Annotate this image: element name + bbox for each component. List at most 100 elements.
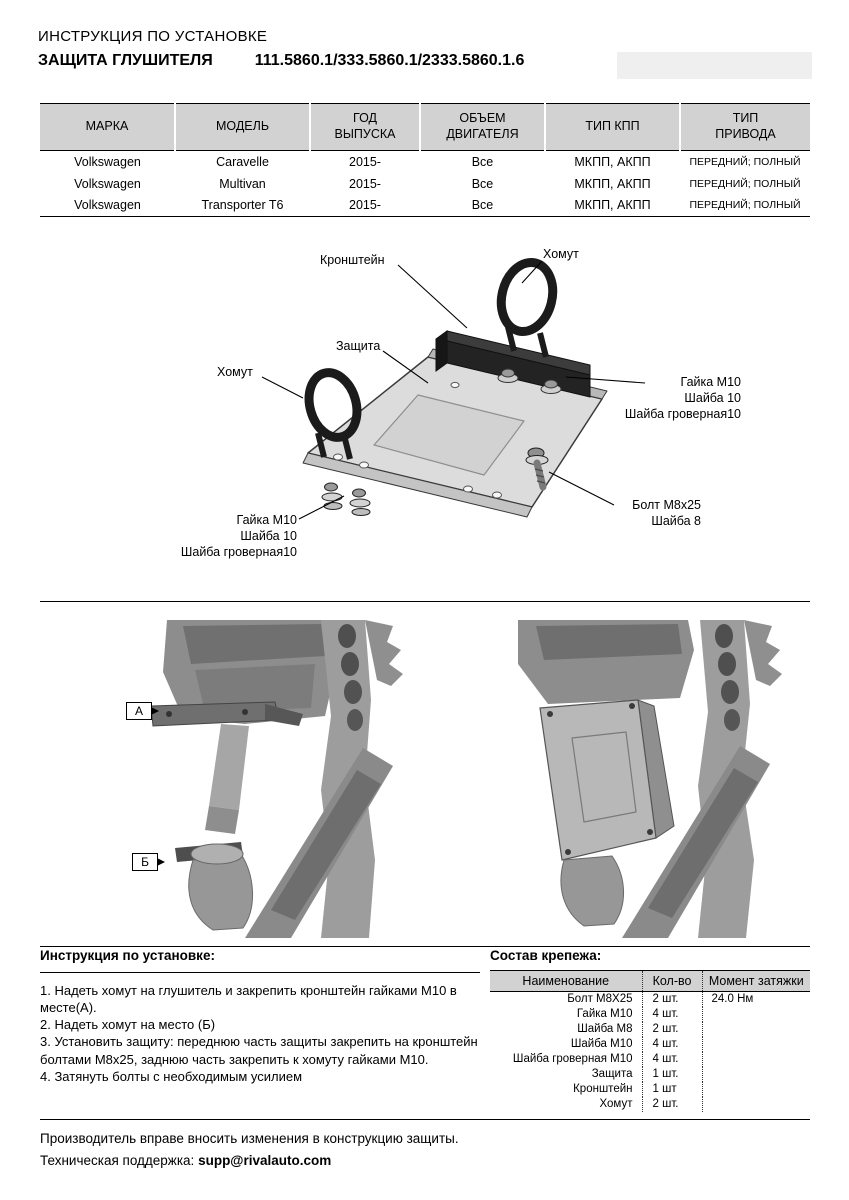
leader-lines	[261, 260, 646, 520]
clamp-left-label: Хомут	[217, 365, 253, 379]
bolt-m8x25-label: Болт М8х25	[632, 498, 701, 512]
col-header-year: ГОД ВЫПУСКА	[309, 103, 421, 151]
fastener-qty-cell: 2 шт.	[641, 991, 702, 1007]
brand-cell: Volkswagen	[74, 154, 141, 169]
clamp-top-shape	[496, 258, 558, 358]
fasteners-title: Состав крепежа:	[490, 948, 602, 963]
vehicle-row: Volkswagen Transporter T6 2015- Все МКПП…	[40, 194, 810, 217]
brand-cell: Volkswagen	[40, 194, 175, 217]
header-placeholder-box	[617, 52, 812, 79]
instructions-title: Инструкция по установке:	[40, 948, 480, 973]
shield-label: Защита	[336, 339, 381, 353]
fastener-name-cell: Кронштейн	[573, 1083, 633, 1095]
fastener-row: Хомут 2 шт.	[490, 1097, 810, 1112]
support-line: Техническая поддержка: supp@rivalauto.co…	[40, 1150, 459, 1172]
instruction-step: 4. Затянуть болты с необходимым усилием	[40, 1068, 303, 1084]
bolt-shape	[525, 447, 549, 491]
col-header-brand: МАРКА	[40, 103, 176, 151]
year-cell: 2015-	[310, 194, 420, 217]
washer-10-label: Шайба 10	[684, 391, 741, 405]
bolt-labels: Болт М8х25 Шайба 8	[632, 497, 701, 529]
fastener-header-row: Наименование Кол-во Момент затяжки	[490, 970, 810, 992]
instruction-step: 2. Надеть хомут на место (Б)	[40, 1017, 216, 1033]
col-header-qty: Кол-во	[641, 970, 702, 992]
fastener-name-cell: Гайка М10	[576, 1008, 633, 1020]
col-header-model: МОДЕЛЬ	[174, 103, 311, 151]
vehicle-table: МАРКА МОДЕЛЬ ГОД ВЫПУСКА ОБЪЕМ ДВИГАТЕЛЯ…	[40, 103, 810, 217]
bottom-fastener-labels: Гайка М10 Шайба 10 Шайба гроверная10	[181, 512, 297, 560]
fastener-qty-cell: 4 шт.	[641, 1007, 702, 1022]
fastener-torque-cell	[701, 1007, 810, 1022]
fastener-qty-cell: 1 шт.	[641, 1067, 702, 1082]
fastener-qty-cell: 2 шт.	[641, 1022, 702, 1037]
fastener-row: Кронштейн 1 шт	[490, 1082, 810, 1097]
underbody-after-svg	[518, 620, 782, 938]
fastener-name-cell: Хомут	[599, 1098, 633, 1110]
fastener-qty-cell: 1 шт	[641, 1082, 702, 1097]
section-divider	[40, 601, 810, 602]
installation-photos: А Б	[0, 620, 849, 940]
bracket-nuts-shape	[497, 368, 562, 394]
engine-cell: Все	[471, 176, 494, 191]
fastener-name-cell: Шайба гроверная М10	[512, 1053, 633, 1065]
fastener-torque-cell: 24.0 Нм	[701, 991, 810, 1007]
fastener-name-cell: Шайба М10	[570, 1038, 633, 1050]
fastener-table: Наименование Кол-во Момент затяжки Болт …	[490, 970, 810, 1112]
fastener-kit: Состав крепежа: Наименование Кол-во Моме…	[490, 948, 810, 1112]
instruction-step: 3. Установить защиту: переднюю часть защ…	[40, 1034, 478, 1067]
section-divider	[40, 1119, 810, 1120]
vehicle-row: Volkswagen Caravelle 2015- Все МКПП, АКП…	[40, 151, 810, 173]
installation-instructions: Инструкция по установке: 1. Надеть хомут…	[40, 948, 480, 1085]
support-label: Техническая поддержка:	[40, 1152, 195, 1168]
vehicle-row: Volkswagen Multivan 2015- Все МКПП, АКПП…	[40, 173, 810, 195]
page-title: ИНСТРУКЦИЯ ПО УСТАНОВКЕ	[38, 28, 268, 45]
fastener-qty-cell: 4 шт.	[641, 1037, 702, 1052]
fastener-name-cell: Шайба М8	[577, 1023, 633, 1035]
model-cell: Caravelle	[216, 154, 269, 169]
year-cell: 2015-	[349, 176, 381, 191]
manufacturer-note: Производитель вправе вносить изменения в…	[40, 1131, 459, 1146]
fastener-name-cell: Болт М8Х25	[567, 993, 633, 1005]
product-name: ЗАЩИТА ГЛУШИТЕЛЯ	[38, 52, 213, 69]
gearbox-cell: МКПП, АКПП	[574, 154, 651, 169]
photo-installed	[488, 620, 803, 943]
marker-b: Б	[132, 853, 165, 871]
header: ИНСТРУКЦИЯ ПО УСТАНОВКЕ ЗАЩИТА ГЛУШИТЕЛЯ…	[38, 28, 524, 70]
fastener-name-cell: Защита	[591, 1068, 633, 1080]
washer-10-label: Шайба 10	[240, 529, 297, 543]
col-header-torque: Момент затяжки	[701, 970, 810, 992]
clamp-top-label: Хомут	[543, 247, 579, 261]
fastener-row: Шайба М8 2 шт.	[490, 1022, 810, 1037]
washer-stacks-shape	[321, 482, 371, 516]
vehicle-table-header-row: МАРКА МОДЕЛЬ ГОД ВЫПУСКА ОБЪЕМ ДВИГАТЕЛЯ…	[40, 103, 810, 151]
fastener-row: Шайба М10 4 шт.	[490, 1037, 810, 1052]
col-header-engine: ОБЪЕМ ДВИГАТЕЛЯ	[419, 103, 546, 151]
fastener-torque-cell	[701, 1082, 810, 1097]
instruction-step: 1. Надеть хомут на глушитель и закрепить…	[40, 983, 457, 1016]
nut-m10-label: Гайка М10	[680, 375, 742, 389]
fastener-torque-cell	[701, 1022, 810, 1037]
model-cell: Transporter T6	[175, 194, 310, 217]
col-header-gearbox: ТИП КПП	[544, 103, 681, 151]
fastener-torque-cell	[701, 1097, 810, 1112]
marker-a: А	[126, 702, 159, 720]
bracket-label: Кронштейн	[320, 253, 385, 267]
engine-cell: Все	[471, 154, 494, 169]
drive-cell: ПЕРЕДНИЙ; ПОЛНЫЙ	[689, 155, 801, 168]
support-email: supp@rivalauto.com	[198, 1152, 332, 1168]
col-header-drive: ТИП ПРИВОДА	[679, 103, 810, 151]
col-header-name: Наименование	[490, 970, 642, 992]
brand-cell: Volkswagen	[74, 176, 141, 191]
spring-washer-10-label: Шайба гроверная10	[180, 545, 297, 559]
fastener-row: Защита 1 шт.	[490, 1067, 810, 1082]
underbody-after-shapes	[518, 620, 782, 938]
fastener-qty-cell: 2 шт.	[641, 1097, 702, 1112]
underbody-before-svg	[150, 620, 403, 938]
footer: Производитель вправе вносить изменения в…	[40, 1128, 459, 1171]
section-divider	[40, 946, 810, 947]
nut-m10-label: Гайка М10	[236, 513, 298, 527]
exploded-diagram: Кронштейн Хомут Защита Хомут Гайка М10 Ш…	[0, 225, 849, 600]
engine-cell: Все	[420, 194, 545, 217]
washer-8-label: Шайба 8	[651, 514, 701, 528]
